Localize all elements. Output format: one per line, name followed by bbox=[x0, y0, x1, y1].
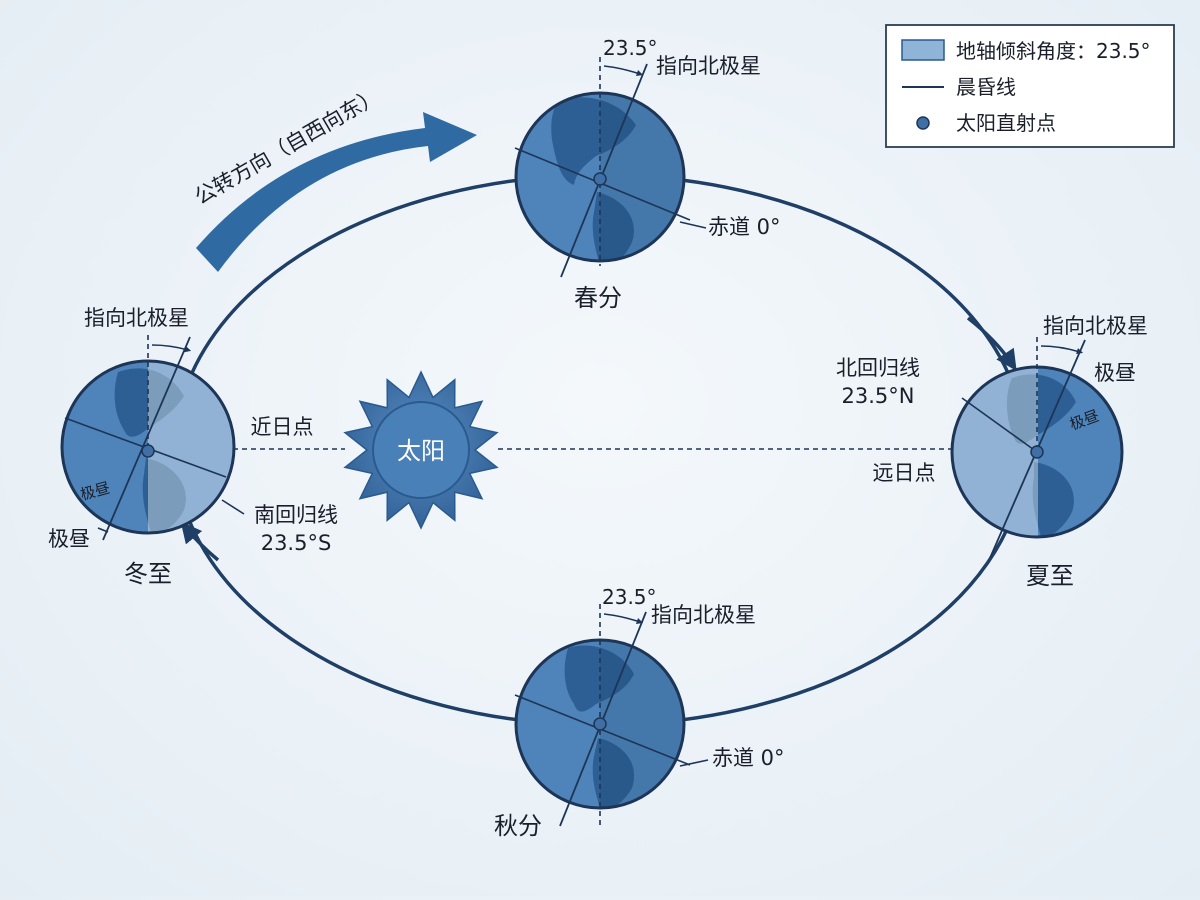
autumn-subsolar-point bbox=[593, 717, 607, 731]
autumn-angle-label: 23.5° bbox=[602, 585, 657, 609]
sun-label: 太阳 bbox=[397, 437, 445, 465]
perihelion-label: 近日点 bbox=[251, 415, 314, 439]
legend-terminator-label: 晨昏线 bbox=[956, 75, 1016, 99]
winter-polar-day-label: 极昼 bbox=[48, 527, 90, 551]
spring-polaris-label: 指向北极星 bbox=[656, 54, 761, 78]
orbit-arrow-summer bbox=[966, 316, 1017, 371]
winter-earth-axis bbox=[102, 336, 191, 541]
winter-subsolar-point bbox=[141, 444, 155, 458]
legend-tilt-swatch-icon bbox=[901, 39, 945, 61]
summer-tropic-label-2: 23.5°N bbox=[842, 384, 915, 408]
aphelion-label: 远日点 bbox=[873, 461, 936, 485]
legend: 地轴倾斜角度：23.5° 晨昏线 太阳直射点 bbox=[885, 24, 1175, 148]
orbit-arrow-winter bbox=[180, 521, 220, 562]
winter-season-label: 冬至 bbox=[124, 560, 172, 588]
spring-equator-leader bbox=[679, 221, 707, 229]
revolution-arrow-icon bbox=[196, 112, 477, 272]
autumn-season-label: 秋分 bbox=[494, 812, 542, 840]
winter-tropic-label-1: 南回归线 bbox=[254, 503, 338, 527]
winter-angle-arc bbox=[151, 344, 192, 353]
winter-tropic-label-2: 23.5°S bbox=[261, 531, 332, 555]
spring-season-label: 春分 bbox=[574, 284, 622, 312]
autumn-equator-leader bbox=[679, 759, 709, 767]
summer-subsolar-point bbox=[1030, 445, 1044, 459]
spring-angle-arc bbox=[603, 65, 644, 77]
summer-polaris-label: 指向北极星 bbox=[1043, 314, 1148, 338]
winter-tropic-leader bbox=[221, 499, 245, 515]
autumn-angle-arc bbox=[603, 613, 644, 625]
legend-subsolar-label: 太阳直射点 bbox=[956, 111, 1056, 135]
winter-polaris-label: 指向北极星 bbox=[84, 306, 189, 330]
spring-equator-label: 赤道 0° bbox=[708, 215, 781, 239]
summer-polar-day-label: 极昼 bbox=[1094, 361, 1136, 385]
sun-icon bbox=[343, 370, 499, 530]
legend-subsolar-dot-icon bbox=[916, 116, 930, 130]
summer-tropic-label-1: 北回归线 bbox=[836, 356, 920, 380]
summer-angle-arc bbox=[1040, 345, 1084, 355]
legend-tilt-label: 地轴倾斜角度：23.5° bbox=[956, 39, 1151, 63]
summer-season-label: 夏至 bbox=[1026, 562, 1074, 590]
winter-polar-leader bbox=[97, 527, 109, 533]
autumn-equator-label: 赤道 0° bbox=[712, 746, 785, 770]
autumn-polaris-label: 指向北极星 bbox=[651, 603, 756, 627]
spring-subsolar-point bbox=[593, 172, 607, 186]
spring-angle-label: 23.5° bbox=[603, 36, 658, 60]
summer-tropic-leader bbox=[961, 397, 1038, 453]
spring-earth-axis bbox=[560, 63, 648, 278]
